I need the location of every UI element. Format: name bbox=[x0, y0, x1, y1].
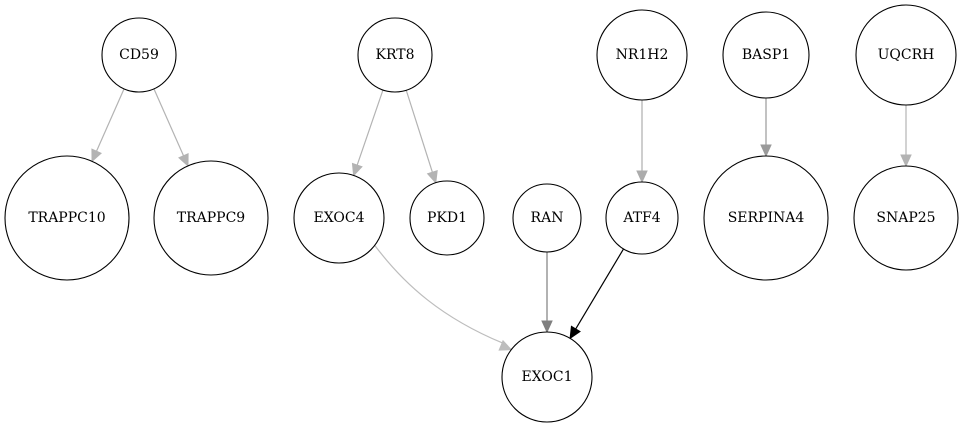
edges-layer bbox=[91, 88, 912, 351]
edge-line bbox=[95, 88, 125, 152]
node-exoc1: EXOC1 bbox=[501, 331, 593, 423]
node-circle bbox=[501, 331, 593, 423]
arrowhead bbox=[426, 170, 438, 184]
node-circle bbox=[4, 155, 130, 281]
node-pkd1: PKD1 bbox=[409, 180, 485, 256]
arrowhead bbox=[498, 339, 513, 351]
node-snap25: SNAP25 bbox=[853, 165, 959, 271]
node-label: BASP1 bbox=[742, 47, 790, 63]
node-circle bbox=[357, 17, 433, 93]
node-circle bbox=[512, 183, 582, 253]
arrowhead bbox=[541, 320, 553, 334]
edge-cd59-to-trappc10 bbox=[91, 88, 125, 163]
node-label: PKD1 bbox=[427, 210, 467, 226]
edge-line bbox=[405, 90, 433, 173]
node-label: TRAPPC10 bbox=[28, 210, 105, 226]
node-label: TRAPPC9 bbox=[177, 210, 245, 226]
node-krt8: KRT8 bbox=[357, 17, 433, 93]
node-circle bbox=[853, 165, 959, 271]
edge-basp1-to-serpina4 bbox=[760, 98, 772, 158]
edge-krt8-to-pkd1 bbox=[405, 90, 438, 184]
node-circle bbox=[722, 11, 810, 99]
edge-line bbox=[575, 248, 625, 330]
node-label: ATF4 bbox=[622, 210, 660, 226]
edge-ran-to-exoc1 bbox=[541, 252, 553, 334]
node-label: SERPINA4 bbox=[728, 210, 805, 226]
arrowhead bbox=[178, 153, 189, 167]
node-nr1h2: NR1H2 bbox=[596, 9, 688, 101]
node-circle bbox=[293, 172, 385, 264]
arrowhead bbox=[91, 148, 102, 163]
node-uqcrh: UQCRH bbox=[855, 4, 957, 106]
arrowhead bbox=[900, 154, 912, 168]
node-label: EXOC1 bbox=[521, 369, 572, 385]
edge-krt8-to-exoc4 bbox=[351, 89, 384, 177]
node-basp1: BASP1 bbox=[722, 11, 810, 99]
node-circle bbox=[101, 17, 177, 93]
edge-cd59-to-trappc9 bbox=[153, 88, 189, 167]
edge-uqcrh-to-snap25 bbox=[900, 105, 912, 168]
node-circle bbox=[855, 4, 957, 106]
arrowhead bbox=[351, 162, 363, 177]
edge-line bbox=[153, 88, 185, 157]
node-atf4: ATF4 bbox=[605, 181, 679, 255]
node-label: UQCRH bbox=[878, 47, 935, 63]
node-label: NR1H2 bbox=[616, 47, 669, 63]
node-label: RAN bbox=[531, 210, 564, 226]
node-label: EXOC4 bbox=[313, 210, 364, 226]
arrowhead bbox=[569, 325, 581, 340]
edge-nr1h2-to-atf4 bbox=[636, 100, 648, 184]
node-ran: RAN bbox=[512, 183, 582, 253]
edge-line bbox=[356, 89, 384, 166]
node-trappc10: TRAPPC10 bbox=[4, 155, 130, 281]
node-trappc9: TRAPPC9 bbox=[153, 160, 269, 276]
node-circle bbox=[409, 180, 485, 256]
node-label: SNAP25 bbox=[876, 210, 935, 226]
arrowhead bbox=[760, 144, 772, 158]
node-label: KRT8 bbox=[376, 47, 415, 63]
edge-line bbox=[374, 244, 503, 344]
node-circle bbox=[153, 160, 269, 276]
arrowhead bbox=[636, 170, 648, 184]
node-serpina4: SERPINA4 bbox=[703, 155, 829, 281]
edge-atf4-to-exoc1 bbox=[569, 248, 625, 340]
node-cd59: CD59 bbox=[101, 17, 177, 93]
edge-exoc4-to-exoc1 bbox=[374, 244, 513, 351]
node-circle bbox=[596, 9, 688, 101]
node-label: CD59 bbox=[119, 47, 159, 63]
node-circle bbox=[605, 181, 679, 255]
node-circle bbox=[703, 155, 829, 281]
node-exoc4: EXOC4 bbox=[293, 172, 385, 264]
